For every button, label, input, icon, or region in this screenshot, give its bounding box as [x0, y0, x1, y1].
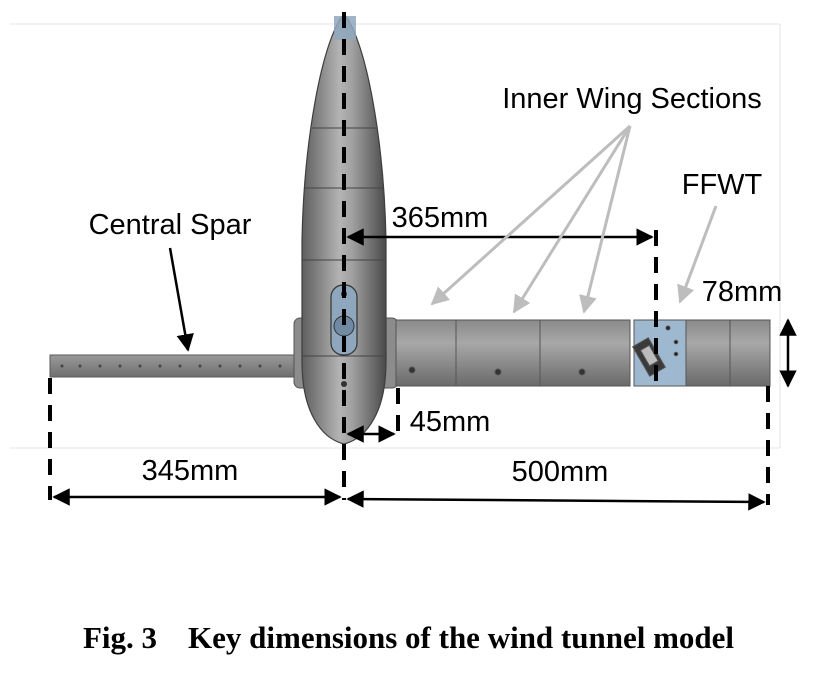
central-spar-label: Central Spar — [89, 209, 252, 241]
inner-wing-sections-label: Inner Wing Sections — [502, 83, 762, 115]
figure-caption-text: Key dimensions of the wind tunnel model — [188, 620, 735, 655]
inner-wing-sections — [395, 319, 631, 387]
dim-78-label: 78mm — [702, 276, 783, 308]
figure-number: Fig. 3 — [82, 620, 158, 655]
dim-345-label: 345mm — [142, 455, 239, 487]
ffwt-wingtip — [632, 319, 771, 387]
ffwt-label: FFWT — [682, 169, 763, 201]
dim-45-label: 45mm — [410, 406, 491, 438]
reference-lines — [48, 12, 770, 505]
central-spar-pointer — [168, 247, 194, 352]
dim-500-arrow — [346, 490, 766, 511]
central-spar — [49, 354, 303, 378]
figure-caption: Fig. 3 Key dimensions of the wind tunnel… — [0, 620, 817, 656]
dim-500-label: 500mm — [512, 456, 609, 488]
dim-365-label: 365mm — [392, 202, 489, 234]
leader-arrows — [430, 124, 718, 314]
